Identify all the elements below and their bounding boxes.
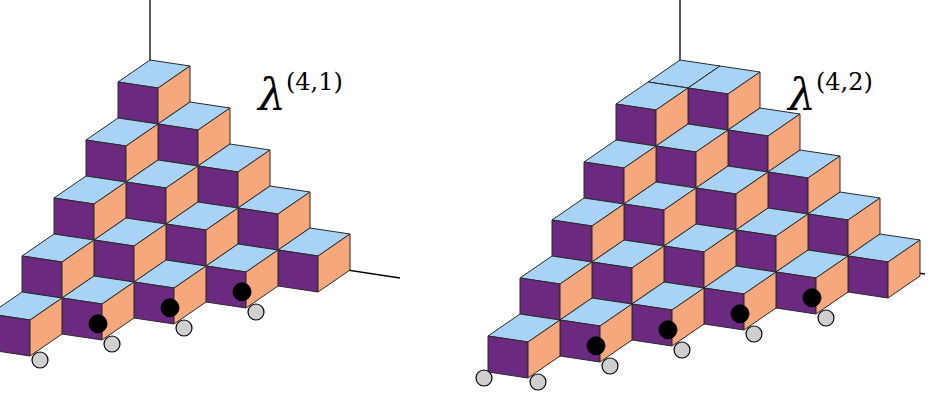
cube-left-face (198, 166, 238, 208)
cube-left-face (94, 240, 134, 282)
partition-label: λ(4,1) (258, 70, 343, 117)
cube-left-face (118, 82, 158, 124)
lambda-symbol: λ (788, 69, 816, 120)
cube-left-face (54, 198, 94, 240)
cube-left-face (86, 140, 126, 182)
cube-right-face (672, 288, 704, 346)
cube-right-face (600, 304, 632, 362)
cube-left-face (736, 230, 776, 272)
cube-left-face (688, 88, 728, 130)
partition-label: λ(4,2) (788, 70, 873, 117)
hole (104, 336, 120, 352)
particle (161, 299, 179, 317)
cube-left-face (158, 124, 198, 166)
cube-left-face (238, 208, 278, 250)
particle (659, 321, 677, 339)
cube-right-face (246, 250, 278, 308)
cube-left-face (616, 104, 656, 146)
hole (176, 320, 192, 336)
cube-left-face (848, 256, 888, 298)
cube-left-face (768, 172, 808, 214)
particle (89, 315, 107, 333)
hole (674, 342, 690, 358)
cube-left-face (126, 182, 166, 224)
cube-right-face (30, 298, 62, 356)
hole (746, 326, 762, 342)
hole (818, 310, 834, 326)
particle (587, 337, 605, 355)
cube-left-face (592, 262, 632, 304)
cube-left-face (624, 204, 664, 246)
cube-left-face (488, 336, 528, 378)
cube-right-face (888, 240, 920, 298)
cube-left-face (696, 188, 736, 230)
cube-right-face (102, 282, 134, 340)
particle (233, 283, 251, 301)
particle (803, 289, 821, 307)
cube-left-face (808, 214, 848, 256)
cube-left-face (166, 224, 206, 266)
superscript-index: (4,1) (286, 68, 343, 96)
hole (248, 304, 264, 320)
cube-left-face (552, 220, 592, 262)
cube-right-face (174, 266, 206, 324)
superscript-index: (4,2) (816, 68, 873, 96)
cube-left-face (664, 246, 704, 288)
cube-right-face (816, 256, 848, 314)
particle (731, 305, 749, 323)
cube-right-face (528, 320, 560, 378)
cube-left-face (22, 256, 62, 298)
cube-right-face (318, 234, 350, 292)
hole (530, 374, 546, 390)
cube-left-face (656, 146, 696, 188)
cube-left-face (278, 250, 318, 292)
cube-left-face (520, 278, 560, 320)
cube-left-face (728, 130, 768, 172)
hole (602, 358, 618, 374)
hole (476, 370, 492, 386)
hole (32, 352, 48, 368)
cube-right-face (744, 272, 776, 330)
cube-left-face (584, 162, 624, 204)
cube-left-face (0, 314, 30, 356)
lambda-symbol: λ (258, 69, 286, 120)
